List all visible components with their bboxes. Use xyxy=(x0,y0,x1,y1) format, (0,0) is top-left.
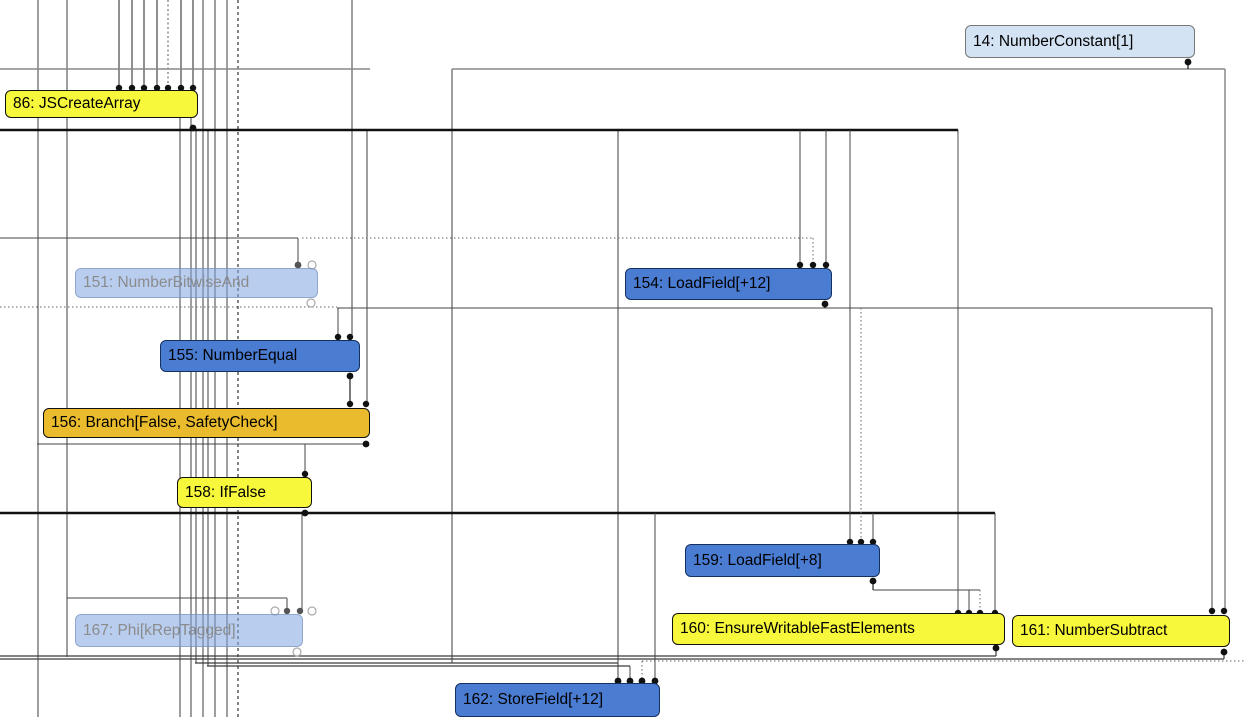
node-14-number-constant[interactable]: 14: NumberConstant[1] xyxy=(965,25,1195,58)
node-156-branch[interactable]: 156: Branch[False, SafetyCheck] xyxy=(43,408,370,438)
node-154-load-field[interactable]: 154: LoadField[+12] xyxy=(625,268,832,300)
node-159-load-field[interactable]: 159: LoadField[+8] xyxy=(685,544,880,577)
node-151-number-bitwise-and[interactable]: 151: NumberBitwiseAnd xyxy=(75,268,318,298)
node-86-js-create-array[interactable]: 86: JSCreateArray xyxy=(5,90,198,118)
node-158-if-false[interactable]: 158: IfFalse xyxy=(177,477,312,508)
node-162-store-field[interactable]: 162: StoreField[+12] xyxy=(455,683,660,717)
node-161-number-subtract[interactable]: 161: NumberSubtract xyxy=(1012,615,1230,647)
node-167-phi[interactable]: 167: Phi[kRepTagged] xyxy=(75,614,303,647)
node-155-number-equal[interactable]: 155: NumberEqual xyxy=(160,340,360,372)
node-160-ensure-writable-fast-elements[interactable]: 160: EnsureWritableFastElements xyxy=(672,613,1005,645)
